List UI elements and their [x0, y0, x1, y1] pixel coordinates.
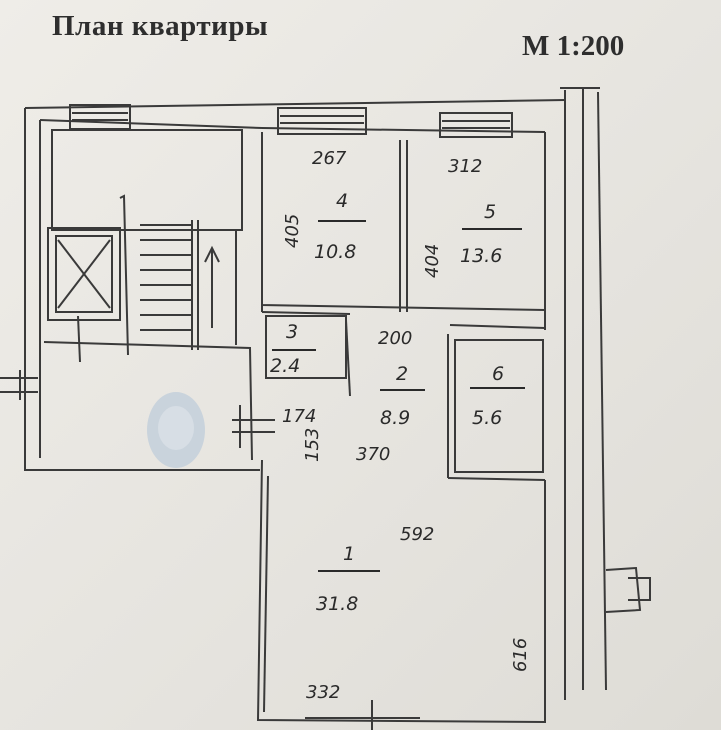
room-1-outline [256, 459, 546, 724]
dim-room1-bottom: 332 [306, 682, 340, 703]
plan-scale: М 1:200 [522, 30, 625, 62]
room-6-outline [454, 339, 544, 473]
window-stair [69, 104, 131, 130]
dim-room5-length: 404 [422, 244, 443, 278]
room-1-number: 1 [343, 543, 355, 565]
dim-room4-width: 267 [312, 148, 347, 169]
outer-wall-top [24, 99, 566, 109]
room-5-number: 5 [484, 201, 496, 223]
room-4-area: 10.8 [314, 241, 356, 263]
room-4-number: 4 [336, 190, 348, 212]
room-5-area: 13.6 [460, 245, 502, 267]
room-3-number: 3 [286, 321, 298, 343]
dim-room5-width: 312 [448, 156, 482, 177]
dim-room1-length: 616 [510, 638, 531, 672]
outer-wall-left [24, 108, 260, 471]
window-room-5 [439, 112, 513, 138]
dim-room1-width: 592 [400, 524, 434, 545]
window-room-4 [277, 107, 367, 135]
dim-room2-width: 200 [378, 328, 412, 349]
room-2-area: 8.9 [380, 407, 410, 429]
room-3-area: 2.4 [270, 355, 300, 377]
room-6-number: 6 [492, 363, 504, 385]
dim-room2-length: 370 [356, 444, 390, 465]
plan-title: План квартиры [52, 10, 269, 42]
room-2-number: 2 [396, 363, 408, 385]
room-6-area: 5.6 [472, 407, 502, 429]
dim-corridor-width: 174 [282, 406, 316, 427]
dim-corridor-depth: 153 [302, 428, 323, 462]
room-1-area: 31.8 [316, 593, 358, 615]
dim-room4-length: 405 [282, 214, 303, 248]
elevator-shaft [47, 227, 121, 321]
room-3-outline [265, 315, 347, 379]
